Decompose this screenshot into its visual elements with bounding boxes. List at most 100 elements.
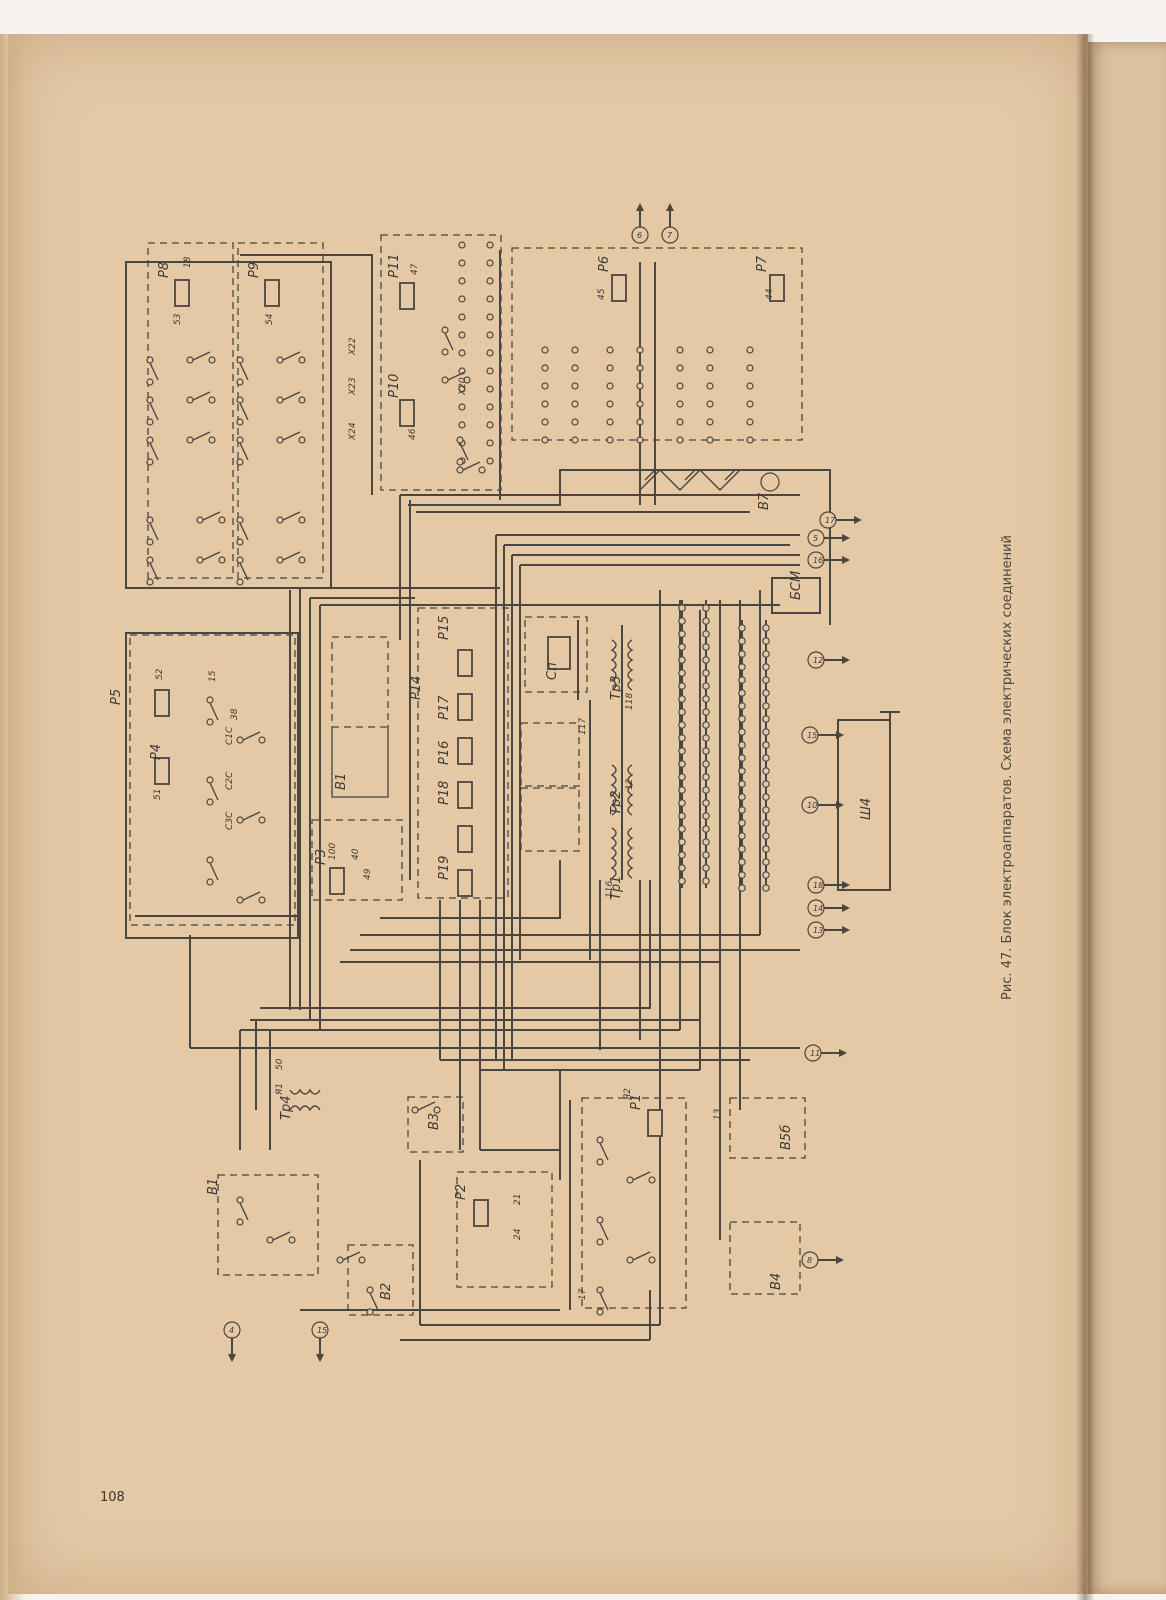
terminal-point [676,346,684,354]
contact-switch [276,351,306,364]
terminal-point [738,728,746,736]
schematic-label: 49 [363,868,373,880]
terminal-point [702,643,710,651]
schematic-label: Р8 [157,262,172,278]
schematic-label: 21 [513,1194,523,1205]
terminal-point [702,864,710,872]
connector-arrow: 5 [807,529,850,547]
schematic-label: 118 [625,693,635,710]
terminal-point [541,400,549,408]
terminal-point [738,806,746,814]
connector-arrow: 6 [631,203,649,244]
terminal-point [702,604,710,612]
contact-switch [236,891,266,904]
schematic-label: Р3 [314,849,329,865]
schematic-label: В7 [757,492,772,510]
schematic-label: 13 [713,1108,723,1120]
terminal-point [702,630,710,638]
schematic-label: Х22 [348,337,358,356]
schematic-label: Тр2 [609,791,624,815]
terminal-point [762,689,770,697]
terminal-point [486,421,494,429]
contact-switch [456,461,486,474]
terminal-point [678,877,686,885]
terminal-point [702,617,710,625]
terminal-point [678,747,686,755]
terminal-point [706,400,714,408]
schematic-label: Сп [545,662,560,680]
terminal-point [738,780,746,788]
schematic-label: Р15 [437,616,452,640]
terminal-point [738,832,746,840]
connector-arrow: 16 [807,551,850,569]
schematic-label: 53 [173,313,183,325]
wiring-horizontal [130,254,831,1341]
connector-arrow: 11 [804,1044,847,1062]
connector-arrow: 13 [807,921,850,939]
terminal-point [706,364,714,372]
connector-arrow: 15 [311,1321,329,1362]
terminal-point [702,799,710,807]
contact-switch [206,696,219,726]
contact-switch [276,511,306,524]
terminal-point [706,436,714,444]
terminal-point [636,346,644,354]
connector-arrow: 14 [807,899,850,917]
schematic-label: 47 [410,263,420,275]
schematic-label: Х24 [348,422,358,441]
contact-switch [236,1196,249,1226]
terminal-point [458,259,466,267]
terminal-point [678,825,686,833]
terminal-point [702,760,710,768]
terminal-point [702,786,710,794]
terminal-point [678,682,686,690]
terminal-point [676,418,684,426]
terminal-point [486,457,494,465]
contact-switch [441,371,471,384]
terminal-point [702,669,710,677]
schematic-label: Р5 [109,689,124,705]
terminal-point [486,367,494,375]
terminal-point [738,819,746,827]
node-number: 10 [807,801,817,810]
terminal-point [678,708,686,716]
schematic-label: Р14 [409,676,424,700]
connector-arrow: 4 [223,1321,241,1362]
terminal-point [458,385,466,393]
schematic-label: 51 [153,789,163,800]
node-number: 5 [813,534,818,543]
terminal-point [571,400,579,408]
schematic-label: 117 [578,718,588,735]
terminal-point [762,741,770,749]
terminal-point [702,721,710,729]
terminal-point [762,702,770,710]
contact-switch [186,391,216,404]
terminal-point [606,400,614,408]
terminal-point [676,364,684,372]
node-number: 17 [825,516,836,525]
contact-switch [626,1251,656,1264]
schematic-label: 44 [765,288,775,300]
contact-switch [456,436,469,466]
terminal-point [706,382,714,390]
schematic-label: 52 [155,668,165,680]
contact-switch [596,1286,609,1316]
schematic-label: Ш4 [859,798,874,820]
node-number: 8 [807,1256,812,1265]
terminal-point [676,382,684,390]
terminal-point [678,786,686,794]
terminal-point [486,259,494,267]
contact-switch [186,351,216,364]
terminal-point [678,851,686,859]
contact-switch [206,776,219,806]
schematic-label: Р9 [247,262,262,278]
schematic-label: С2С [225,771,235,790]
contact-switch [266,1231,296,1244]
terminal-point [738,689,746,697]
connector-arrow: 12 [807,651,850,669]
terminal-point [746,382,754,390]
contact-switch [236,356,249,386]
